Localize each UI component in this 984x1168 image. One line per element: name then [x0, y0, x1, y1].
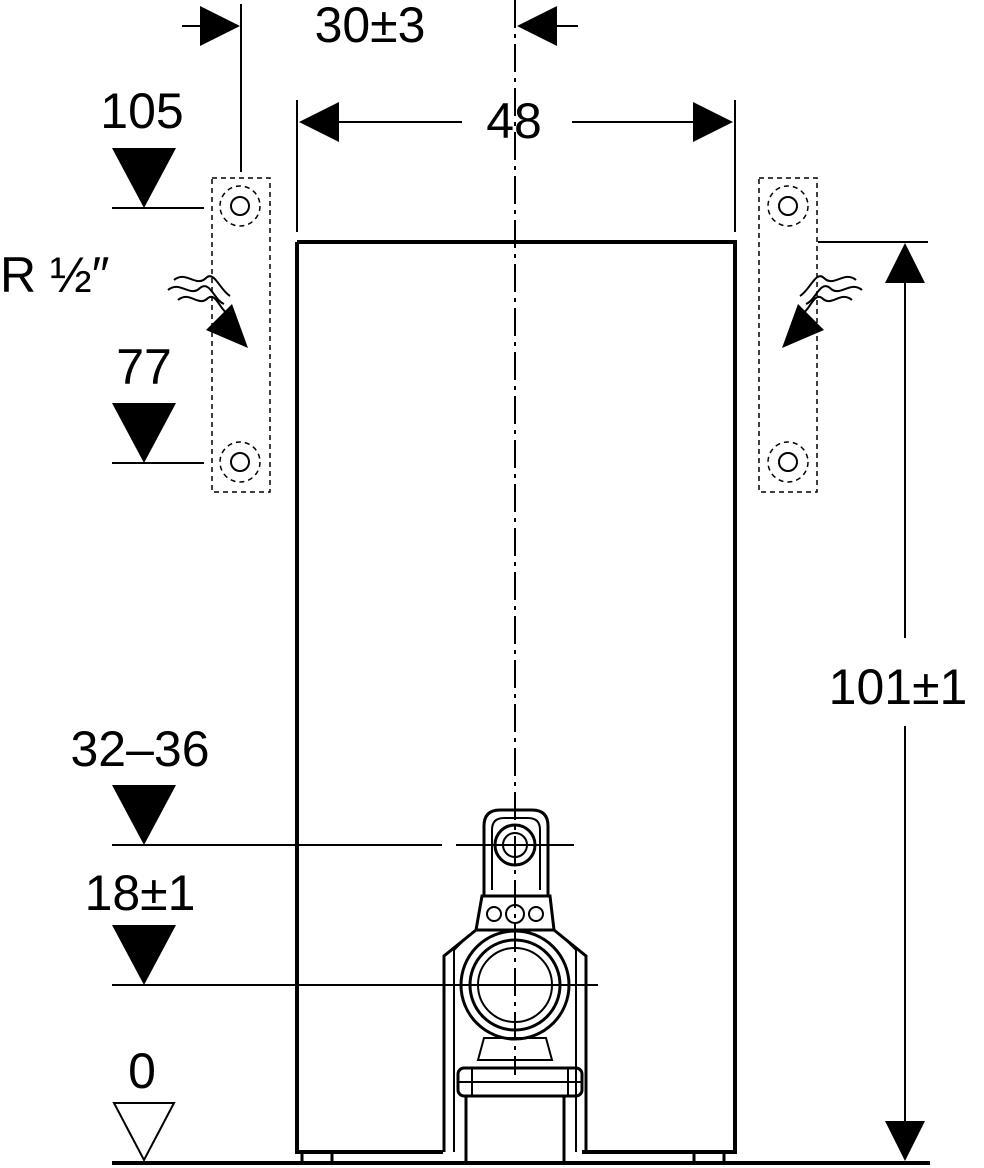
level-label-18: 18±1: [85, 865, 196, 921]
level-marker-32-36: [112, 785, 574, 846]
level-marker-18: [112, 925, 598, 986]
offset-label: 30±3: [315, 0, 426, 53]
left-water-inlet-arrow: [167, 275, 248, 348]
right-bracket: [758, 177, 818, 493]
level-label-32-36: 32–36: [70, 721, 209, 777]
width-label: 48: [486, 93, 542, 149]
level-marker-0: [112, 1102, 176, 1163]
level-marker-105: [112, 148, 204, 209]
drain-fitting: [442, 808, 588, 1163]
left-bracket: [211, 177, 271, 493]
level-label-105: 105: [100, 83, 183, 139]
level-label-0: 0: [128, 1043, 156, 1099]
width-dimension: [296, 100, 736, 232]
level-label-77: 77: [116, 339, 172, 395]
thread-label: R ½″: [0, 247, 109, 303]
right-water-inlet-arrow: [782, 275, 863, 348]
level-marker-77: [112, 403, 204, 464]
offset-dimension: [182, 4, 578, 172]
height-dimension: [818, 241, 928, 1161]
height-label: 101±1: [829, 659, 968, 715]
